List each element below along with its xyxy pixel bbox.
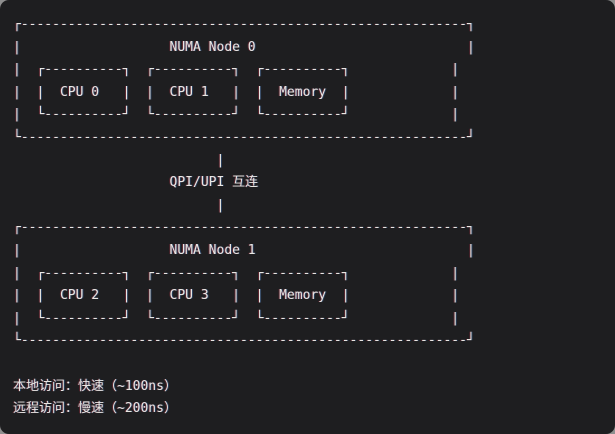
numa-ascii-diagram: ┌---------------------------------------… [13,17,475,417]
